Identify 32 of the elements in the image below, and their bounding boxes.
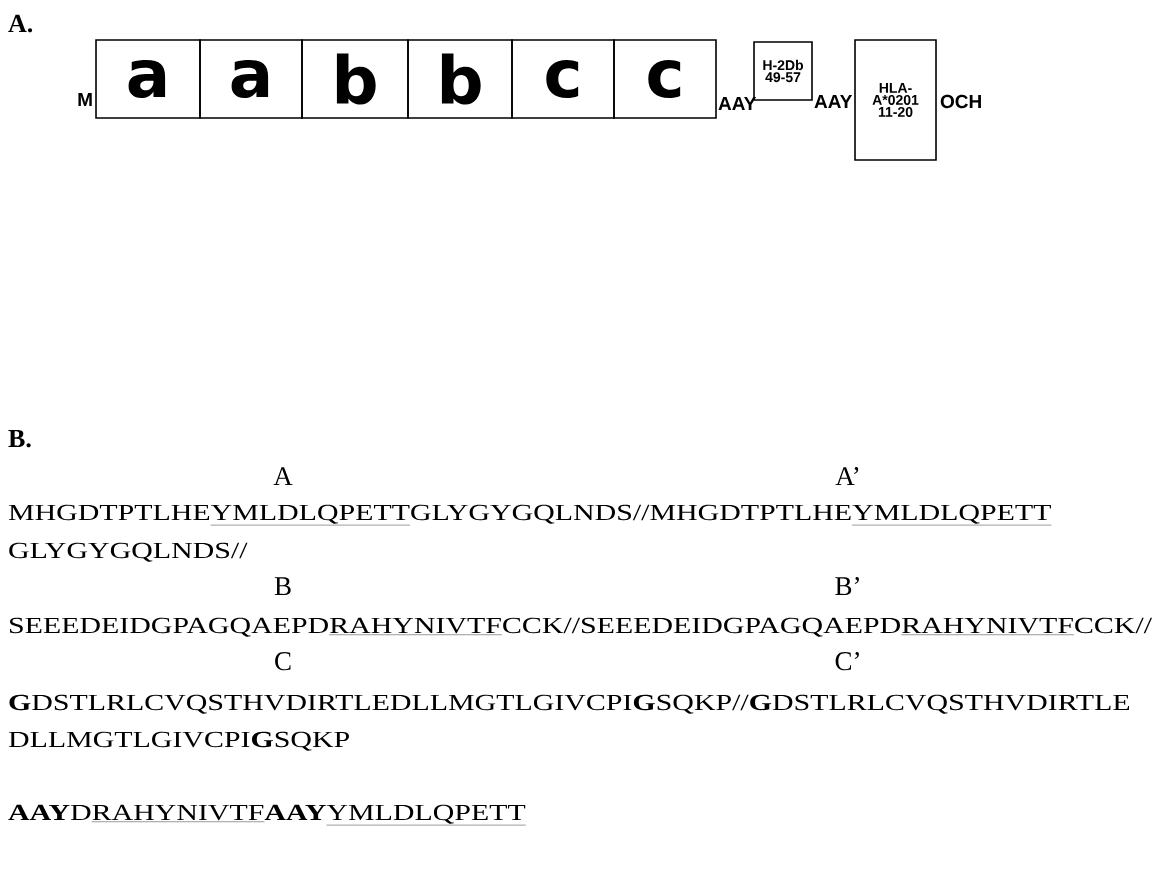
sequence-text: YMLDLQPETT — [326, 804, 526, 826]
domain-box: b — [407, 39, 513, 119]
domain-box: b — [301, 39, 409, 119]
panel-label: B. — [8, 429, 31, 448]
sequence-text: AAYD — [8, 804, 91, 821]
segment-label: C’ — [835, 652, 859, 671]
sequence-text: CCK//SEEEDEIDGPAGQAEPD — [503, 617, 900, 637]
segment-label: A’ — [835, 467, 859, 485]
domain-box: c — [511, 39, 615, 119]
sequence-text: CCK// — [1075, 617, 1153, 634]
epitope-box: HLA- A*0201 11-20 — [854, 39, 937, 161]
domain-box: c — [613, 39, 717, 119]
segment-label: A — [273, 467, 293, 485]
segment-label: B’ — [835, 577, 859, 596]
sequence-text: GLYGYGQLNDS//MHGDTPTLHE — [411, 504, 851, 524]
sequence-text: AAY — [264, 804, 326, 820]
domain-box: a — [95, 39, 201, 119]
sequence-text: MHGDTPTLHE — [8, 504, 210, 521]
sequence-text: RAHYNIVTF — [900, 617, 1075, 635]
sequence-text: YMLDLQPETT — [851, 504, 1052, 526]
segment-label: C — [275, 652, 291, 671]
domain-box: a — [199, 39, 303, 119]
sequence-text: SEEEDEIDGPAGQAEPD — [10, 617, 328, 637]
sequence-text: YMLDLQPETT — [210, 504, 411, 526]
segment-label: B — [274, 577, 291, 596]
sequence-text: GDSTLRLCVQSTHVDIRTLEDLLMGTLGIVCPIGSQKP//GDSTLRLCVQSTHVDIRTLE — [9, 694, 1130, 714]
sequence-text: RAHYNIVTF — [328, 617, 503, 635]
sequence-text: RAHYNIVTF — [91, 804, 265, 822]
sequence-label: AAY — [814, 94, 853, 108]
sequence-text: GLYGYGQLNDS// — [9, 542, 248, 562]
panel-label: A. — [8, 14, 33, 33]
sequence-text: DLLMGTLGIVCPIGSQKP — [8, 731, 349, 751]
